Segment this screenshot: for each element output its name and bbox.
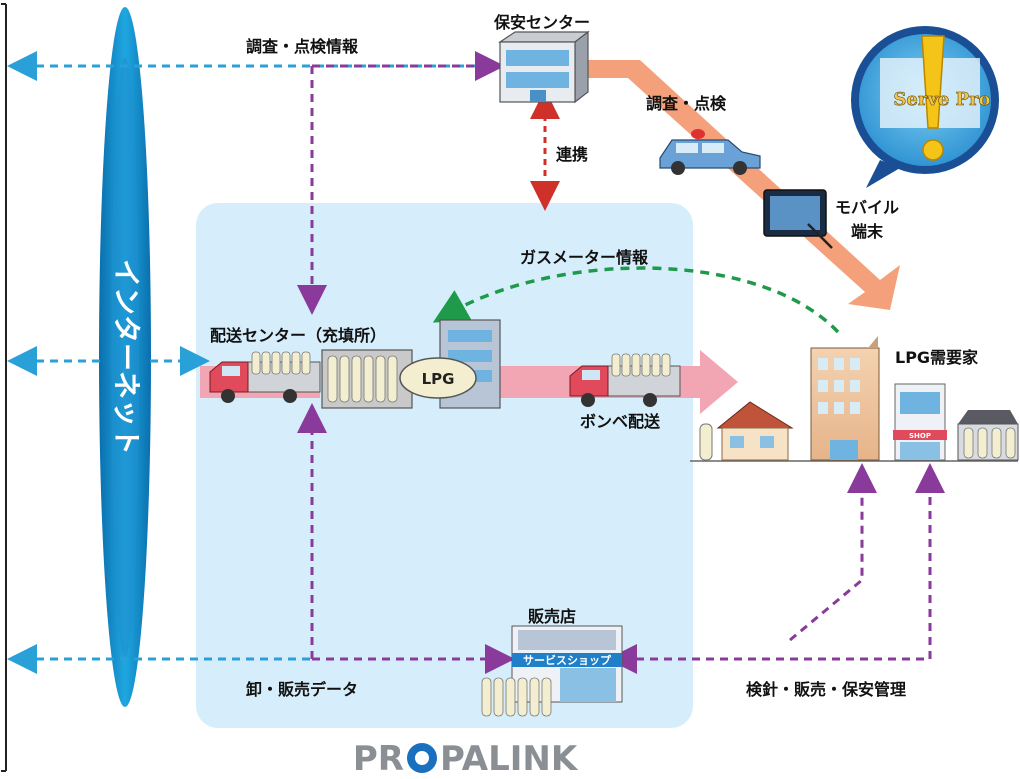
survey-route-arrow — [585, 60, 900, 310]
lpg-customer-buildings — [690, 336, 1019, 462]
sales-store-label: 販売店 — [528, 607, 577, 626]
meter-sales-mgmt-label: 検針・販売・保安管理 — [746, 680, 907, 699]
lpg-tank-label: LPG — [422, 370, 455, 388]
meter-mgmt-link-left — [789, 463, 877, 642]
truck-delivering — [569, 353, 681, 407]
local-network-area — [196, 203, 693, 728]
survey-info-label: 調査・点検情報 — [246, 37, 359, 56]
cylinder-delivery-label: ボンベ配送 — [580, 412, 661, 431]
meter-mgmt-link-right — [607, 463, 945, 674]
serve-pro-logo-text: Serve Pro — [893, 89, 990, 110]
delivery-center-label: 配送センター（充填所） — [210, 326, 387, 345]
security-center-label: 保安センター — [494, 13, 591, 32]
sales-store-building — [481, 625, 623, 717]
internet-label: インターネット — [110, 259, 143, 455]
patrol-car — [659, 129, 761, 175]
propalink-logo: PR PALINK — [353, 739, 579, 779]
logo-text-left: PR — [353, 739, 404, 775]
truck-at-depot — [209, 351, 321, 403]
gas-meter-info-link — [432, 266, 840, 334]
mobile-terminal-device — [763, 189, 833, 249]
serve-pro-badge — [851, 26, 999, 188]
shop-sign-text: SHOP — [909, 432, 931, 440]
survey-check-label: 調査・点検 — [646, 94, 727, 113]
logo-text-right: PALINK — [440, 739, 579, 775]
mobile-terminal-label-1: モバイル — [835, 198, 900, 217]
cooperation-label: 連携 — [556, 145, 589, 164]
lpg-customers-label: LPG需要家 — [895, 348, 979, 367]
security-center-building — [498, 30, 590, 104]
mobile-terminal-label-2: 端末 — [851, 222, 884, 241]
service-shop-sign: サービスショップ — [523, 653, 612, 667]
delivery-center-facility — [321, 319, 501, 409]
gas-meter-info-label: ガスメーター情報 — [520, 248, 649, 267]
wholesale-data-label: 卸・販売データ — [246, 680, 359, 699]
